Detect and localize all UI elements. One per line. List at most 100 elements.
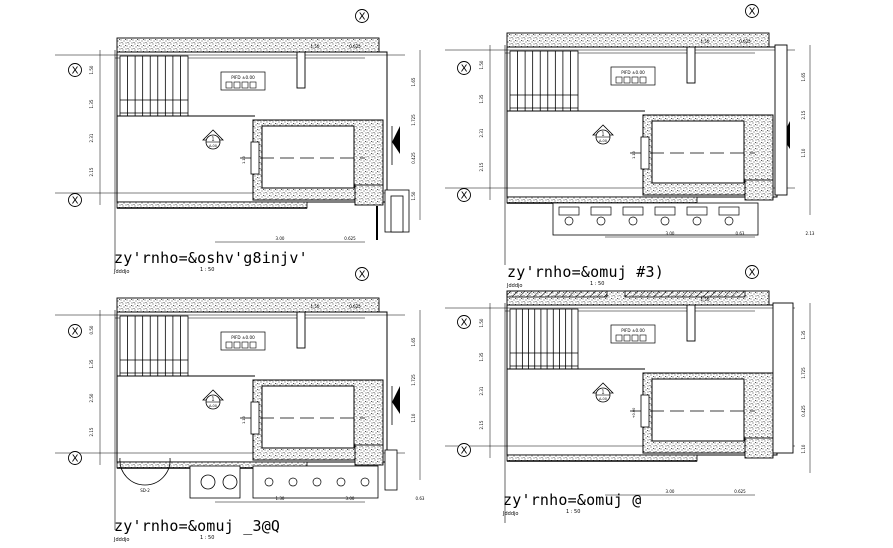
right-wall [772,302,794,454]
hatched-beam [506,290,608,298]
level-symbol-icon [631,76,639,84]
level-tag-text: PIFD ±0.00 [231,335,255,340]
wedge-symbol-icon [392,386,400,414]
axis-bubble-label: X [749,7,756,18]
dim-label: 2.15 [479,420,484,429]
dim-label: 1.65 [801,72,806,81]
axis-bubble [68,193,82,207]
axis-bubble [745,4,759,18]
door-frame [640,136,650,170]
wedge-symbol-icon [392,126,400,154]
dim-label: 1.35 [479,352,484,361]
urinal-icon [312,477,322,487]
floor-plan: PIFD ±0.00+0.001A-001.501.501.352.312.15… [445,290,811,523]
level-tag-text: PIFD ±0.00 [621,328,645,333]
axis-bubble [457,61,471,75]
dim-label: 1.725 [411,374,416,386]
plan-title: zy'rnho=&oshv'g8injv' [114,249,308,267]
dim-label: 1.35 [89,99,94,108]
plan-scale: 1 : 50 [566,509,581,515]
urinal-icon [264,477,274,487]
dim-label: 1.50 [89,65,94,74]
fixture [654,206,676,216]
level-symbol-icon [241,81,249,89]
dim-label: 1.50 [311,304,320,309]
inner-room [261,125,355,189]
door-panel [390,195,404,233]
dim-label: 3.00 [276,236,285,241]
dim-label: 3.00 [666,231,675,236]
dim-label: 0.625 [344,236,356,241]
dim-label: 1.30 [276,496,285,501]
plan-subtitle: Jdddjo [114,269,130,275]
section-ref: A-00 [209,144,217,148]
basin-icon [200,474,216,490]
plan-scale: 1 : 50 [590,281,605,287]
dim-label: 2.15 [89,427,94,436]
axis-bubble [355,267,369,281]
section-number: 1 [211,397,214,403]
axis-bubble-label: X [72,327,79,338]
plan-title: zy'rnho=&omuj _3@Q [114,517,281,535]
dim-label: 1.35 [479,94,484,103]
stair-outline [119,55,189,117]
axis-bubble [457,315,471,329]
level-symbol-icon [639,76,647,84]
level-symbol-icon [225,81,233,89]
plan-scale: 1 : 50 [200,267,215,273]
door-tag: SD-2 [140,488,150,493]
axis-bubble-label: X [461,318,468,329]
dim-label: +0.00 [632,408,636,419]
axis-bubble-label: X [72,66,79,77]
door-swing-icon [119,457,146,486]
fixture [686,206,708,216]
level-symbol-icon [615,76,623,84]
column [296,51,306,89]
level-symbol-icon [623,76,631,84]
level-symbol-icon [241,341,249,349]
column [686,46,696,84]
dim-label: 1.65 [411,337,416,346]
level-symbol-icon [249,81,257,89]
dim-label: 3.00 [346,496,355,501]
axis-bubble [68,63,82,77]
level-symbol-icon [631,334,639,342]
dim-label: 0.625 [349,304,361,309]
dim-label: 0.63 [736,231,745,236]
dim-label: 2.50 [89,393,94,402]
stair-outline [119,315,189,377]
inner-room [651,120,745,184]
dim-label: 2.31 [89,133,94,142]
dim-label: 0.625 [734,489,746,494]
dim-label: 1.65 [411,77,416,86]
section-ref: A-00 [599,139,607,143]
fixture [718,206,740,216]
door-frame [250,141,260,175]
axis-bubble-label: X [72,454,79,465]
section-number: 1 [211,137,214,143]
dim-label: 2.31 [479,386,484,395]
dim-label: 2.31 [479,128,484,137]
axis-bubble-label: X [72,196,79,207]
bottom-wall [506,454,698,462]
hatched-beam [624,290,746,298]
dim-label: 1.50 [701,297,710,302]
sink-icon [692,216,702,226]
plan-subtitle: Jdddjo [114,537,130,543]
dim-label: 2.13 [806,231,815,236]
dim-label: 2.15 [801,110,806,119]
axis-bubble [68,451,82,465]
dim-label: 2.15 [89,167,94,176]
plan-subtitle: Jdddjo [503,511,519,517]
sink-icon [596,216,606,226]
top-wall [116,37,380,53]
section-number: 1 [601,132,604,138]
dim-label: 1.35 [801,330,806,339]
dim-label: 1.10 [411,413,416,422]
top-wall [506,32,770,48]
